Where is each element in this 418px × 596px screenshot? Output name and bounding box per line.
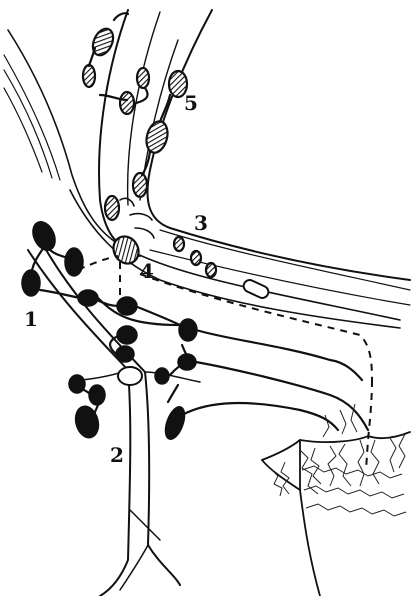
lymph-node (162, 404, 189, 441)
hatched-node-group-5 (83, 26, 187, 269)
lymphatic-wavy-vessels (32, 250, 368, 430)
lymph-node (117, 326, 137, 344)
label-1: 1 (24, 307, 38, 331)
lymph-node (69, 375, 85, 393)
ligament-lines (4, 30, 400, 328)
label-3: 3 (194, 211, 208, 235)
lymph-node (22, 270, 40, 296)
lymph-node (191, 251, 201, 265)
lymph-node (174, 237, 184, 251)
label-5: 5 (184, 91, 198, 115)
lymph-node (29, 218, 60, 254)
tissue-block (262, 404, 410, 596)
label-2: 2 (110, 443, 124, 467)
vessel-cut (242, 278, 271, 300)
lymph-node (120, 92, 134, 114)
lymph-node (83, 65, 95, 87)
lymph-node (116, 346, 134, 362)
lymph-node (65, 248, 83, 276)
vessel-junction (118, 367, 142, 385)
lymph-node (155, 368, 169, 384)
label-4: 4 (140, 259, 154, 283)
lymph-node (137, 68, 149, 88)
lymph-node (143, 119, 171, 155)
lymph-node (133, 173, 147, 197)
lymph-node (206, 263, 216, 277)
lymph-node (105, 196, 119, 220)
lymph-node (179, 319, 197, 341)
